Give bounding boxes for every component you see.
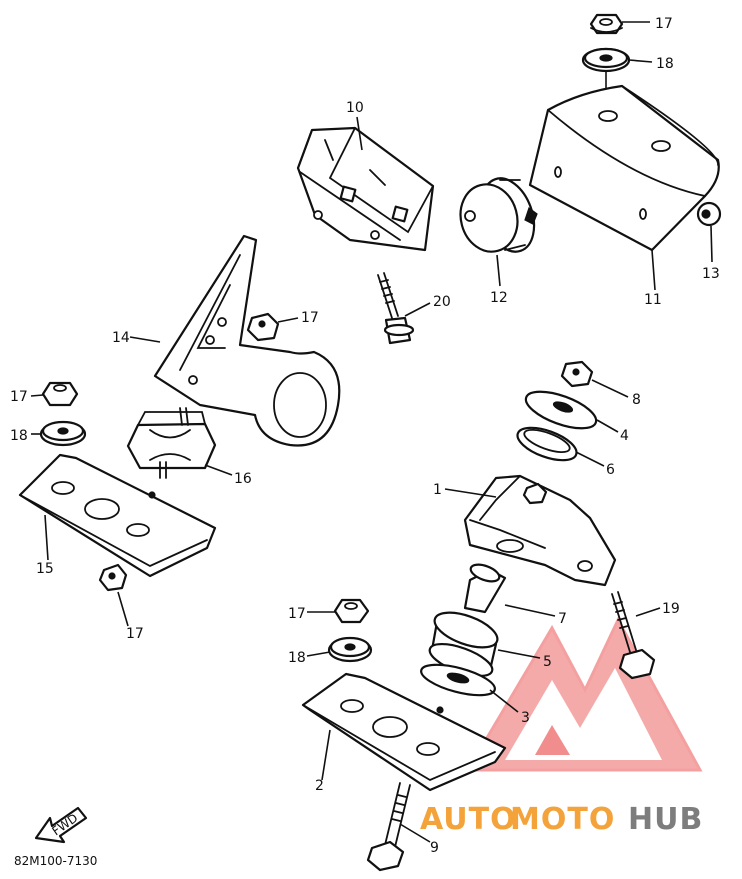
- callout-13: 13: [702, 266, 720, 282]
- callout-10: 10: [346, 100, 364, 116]
- cover-11: [528, 84, 720, 252]
- washer-18-left: [39, 420, 87, 447]
- watermark-logo: [465, 616, 703, 772]
- nut-17-bottom: [333, 598, 370, 624]
- washer-4: [524, 390, 598, 430]
- callout-12: 12: [490, 290, 508, 306]
- bracket-10: [296, 126, 435, 252]
- bracket-14: [153, 234, 341, 447]
- callout-5: 5: [543, 654, 552, 670]
- plate-2: [301, 672, 507, 792]
- nut-17-mid: [246, 312, 280, 342]
- watermark-moto: MOTO: [510, 802, 615, 837]
- leader-lines: [30, 21, 713, 843]
- watermark-auto: AUTO: [420, 802, 517, 837]
- nut-17-top: [589, 13, 624, 35]
- watermark-text: AUTO MOTO HUB: [420, 802, 703, 837]
- washer-6: [516, 426, 578, 462]
- callout-6: 6: [606, 462, 615, 478]
- callout-17: 17: [288, 606, 306, 622]
- fwd-arrow-icon: FWD: [34, 806, 88, 844]
- bolt-9: [366, 782, 411, 872]
- callout-2: 2: [315, 778, 324, 794]
- callout-8: 8: [632, 392, 641, 408]
- callout-18: 18: [656, 56, 674, 72]
- grommet-13: [696, 201, 722, 227]
- washer-3: [420, 663, 496, 697]
- callout-3: 3: [521, 710, 530, 726]
- collar-7: [463, 563, 507, 614]
- watermark-hub: HUB: [628, 802, 703, 837]
- callout-1: 1: [433, 482, 442, 498]
- callout-7: 7: [558, 611, 567, 627]
- plate-15: [18, 453, 217, 578]
- callout-17: 17: [10, 389, 28, 405]
- callout-11: 11: [644, 292, 662, 308]
- callout-19: 19: [662, 601, 680, 617]
- callout-17: 17: [655, 16, 673, 32]
- callout-15: 15: [36, 561, 54, 577]
- washer-18-top: [581, 47, 631, 73]
- callout-20: 20: [433, 294, 451, 310]
- callout-17: 17: [301, 310, 319, 326]
- callout-16: 16: [234, 471, 252, 487]
- callout-9: 9: [430, 840, 439, 856]
- bolt-19: [611, 591, 656, 680]
- nut-8: [560, 360, 594, 388]
- callout-labels: 17 18 10 11 13 12 20 17 14 17 18 16 15 1…: [10, 16, 720, 856]
- diagram-code: 82M100-7130: [14, 854, 97, 868]
- rubber-5: [428, 611, 499, 678]
- nut-17-left: [41, 381, 79, 407]
- stud-bolt-20: [377, 272, 415, 345]
- callout-17: 17: [126, 626, 144, 642]
- callout-4: 4: [620, 428, 629, 444]
- damper-12: [459, 177, 538, 253]
- washer-18-bottom: [327, 636, 373, 663]
- nut-17-bottom-left: [98, 563, 128, 592]
- callout-18: 18: [10, 428, 28, 444]
- rubber-mount-16: [126, 407, 217, 479]
- bracket-1: [463, 474, 617, 587]
- callout-14: 14: [112, 330, 130, 346]
- callout-18: 18: [288, 650, 306, 666]
